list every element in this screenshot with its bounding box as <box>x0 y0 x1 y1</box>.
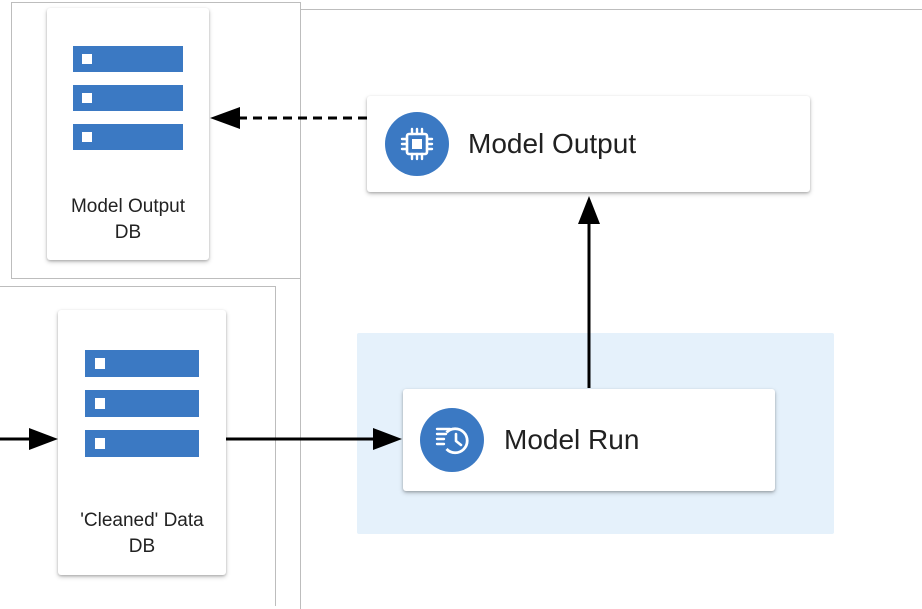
connectors <box>0 107 600 450</box>
arrowhead-output-db <box>210 107 240 129</box>
arrowhead-model-output <box>578 196 600 224</box>
scheduled-run-icon <box>420 408 484 472</box>
model-output-db-label-line1: Model Output <box>70 196 186 217</box>
model-output-db-node[interactable]: Model Output DB <box>47 8 209 260</box>
model-output-label: Model Output <box>468 128 637 159</box>
cleaned-data-db-label-line1: 'Cleaned' Data <box>80 510 204 531</box>
cleaned-data-db-node[interactable]: 'Cleaned' Data DB <box>58 310 226 575</box>
arrowhead-cleaned-db <box>29 428 58 450</box>
cleaned-data-db-label-line2: DB <box>128 536 156 557</box>
processor-chip-icon <box>385 112 449 176</box>
model-output-node[interactable]: Model Output <box>367 96 810 192</box>
model-run-label: Model Run <box>504 424 640 455</box>
model-output-db-label-line2: DB <box>114 222 142 243</box>
database-icon <box>73 46 183 150</box>
model-run-node[interactable]: Model Run <box>403 389 775 491</box>
database-icon <box>85 350 199 457</box>
arrowhead-model-run <box>373 428 402 450</box>
